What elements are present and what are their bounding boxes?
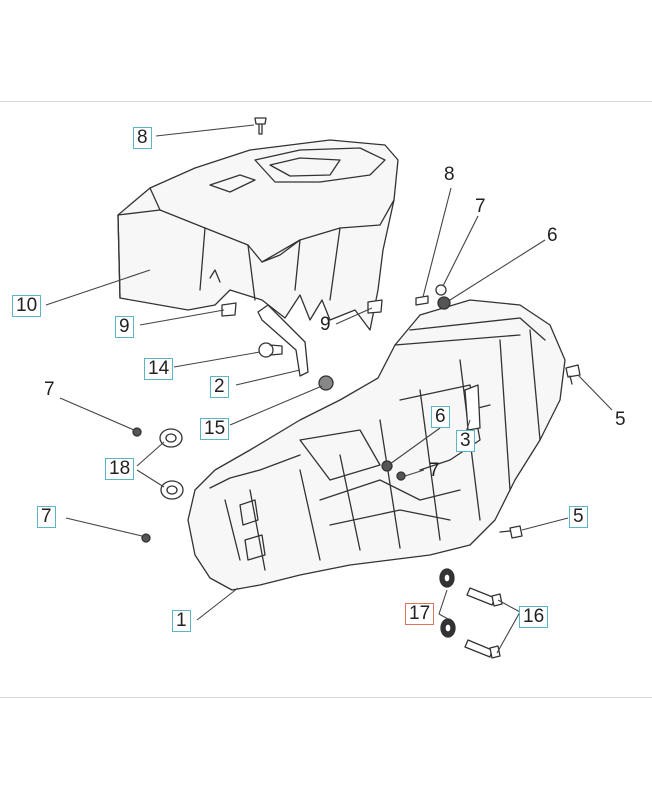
leader-lines bbox=[45, 124, 613, 654]
callout-2-bracket: 2 bbox=[210, 376, 229, 398]
callout-9-clip: 9 bbox=[115, 316, 134, 338]
callout-5-bolt-right: 5 bbox=[615, 409, 626, 430]
callout-9-clip-right: 9 bbox=[320, 314, 331, 335]
bolt-part bbox=[499, 525, 523, 539]
nut-part bbox=[396, 471, 406, 481]
bolt-part bbox=[466, 587, 503, 607]
screw-part bbox=[415, 295, 429, 306]
main-housing-part bbox=[187, 299, 566, 591]
nut-part bbox=[132, 427, 142, 437]
callout-14-pin: 14 bbox=[144, 358, 174, 380]
callout-18-grommets: 18 bbox=[105, 458, 135, 480]
callout-7-nut-center: 7 bbox=[429, 460, 440, 481]
callout-1-main-housing: 1 bbox=[172, 610, 191, 632]
callout-7-washer: 7 bbox=[475, 196, 486, 217]
nut-part bbox=[141, 533, 151, 543]
pin-part bbox=[258, 342, 283, 358]
bolt-part bbox=[464, 639, 501, 659]
callout-6-nut-center: 6 bbox=[431, 406, 450, 428]
nut-part bbox=[381, 460, 393, 472]
washer-part bbox=[435, 284, 447, 296]
bottom-border-line bbox=[0, 697, 652, 698]
bolt-part bbox=[565, 364, 581, 385]
callout-8-screw-right: 8 bbox=[444, 164, 455, 185]
upper-cover-part bbox=[117, 139, 399, 331]
callout-16-bolts: 16 bbox=[519, 606, 549, 628]
callout-7-nut-left: 7 bbox=[44, 379, 55, 400]
bracket-part bbox=[257, 304, 309, 377]
top-border-line bbox=[0, 101, 652, 102]
bracket-part bbox=[464, 384, 481, 431]
washer-part bbox=[439, 568, 455, 588]
screw-part bbox=[254, 117, 267, 135]
callout-17-washers: 17 bbox=[405, 603, 435, 625]
callout-3-bracket: 3 bbox=[456, 430, 475, 452]
callout-5-bolt-lower: 5 bbox=[569, 506, 588, 528]
callout-15-grommet: 15 bbox=[200, 418, 230, 440]
callout-7-nut-lower-left: 7 bbox=[37, 506, 56, 528]
callout-10-upper-cover: 10 bbox=[12, 295, 42, 317]
grommet-part bbox=[318, 375, 334, 391]
nut-part bbox=[437, 296, 451, 310]
grommet-part bbox=[159, 428, 183, 448]
callout-8-screw: 8 bbox=[133, 127, 152, 149]
callout-6-nut: 6 bbox=[547, 225, 558, 246]
clip-part bbox=[221, 302, 237, 317]
grommet-part bbox=[160, 480, 184, 500]
washer-part bbox=[440, 618, 456, 638]
clip-part bbox=[367, 299, 383, 314]
